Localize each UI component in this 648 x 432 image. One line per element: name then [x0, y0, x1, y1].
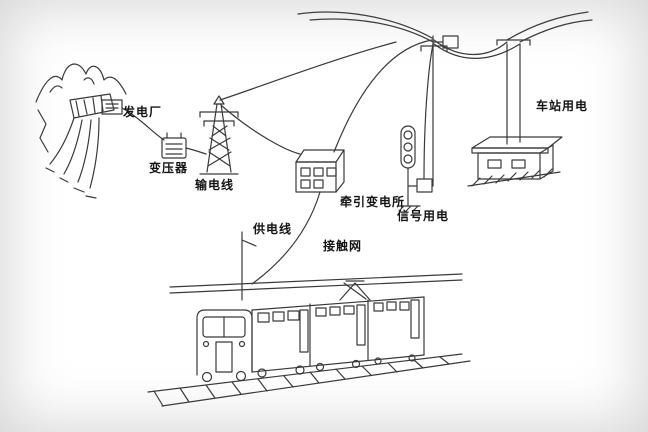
platform-hatch [471, 168, 553, 187]
catenary-drawing [169, 231, 463, 301]
sleepers [153, 356, 450, 407]
wheel [351, 359, 361, 369]
water-splash [45, 167, 97, 199]
transformer-drawing [161, 132, 187, 159]
wheel [408, 354, 416, 362]
mountain-ridge [35, 63, 127, 103]
label-power-plant: 发电厂 [123, 105, 163, 119]
powerhouse [101, 99, 123, 115]
platform-edge [467, 171, 561, 187]
train-roof-line [251, 296, 425, 311]
catenary-mast-2 [496, 39, 531, 145]
wire-plant-to-transformer [121, 107, 165, 141]
car-divisions [251, 296, 425, 373]
label-signal-power: 信号用电 [397, 209, 450, 223]
signal-drawing [397, 43, 434, 212]
wire-transformer-to-tower [185, 147, 207, 155]
train-bottom-line [251, 354, 425, 373]
signal-power-box [416, 178, 433, 193]
front-door [215, 341, 233, 373]
station-roof [471, 136, 563, 149]
label-catenary: 接触网 [323, 239, 363, 253]
rocks [37, 109, 49, 153]
wire-to-signal-box [423, 43, 434, 180]
station-building [467, 136, 563, 187]
label-feeder-line: 供电线 [253, 222, 293, 236]
track-drawing [147, 353, 471, 407]
wheel [201, 371, 213, 383]
transmission-wires [219, 11, 593, 155]
wheel [257, 368, 267, 378]
mountain-detail [49, 77, 95, 93]
powerhouse-detail [105, 103, 119, 109]
wheel [235, 370, 247, 382]
label-transmission-line: 输电线 [195, 178, 235, 192]
label-traction-substation: 牵引变电所 [340, 195, 406, 209]
label-transformer: 变压器 [149, 161, 189, 175]
feeder-wire [251, 191, 321, 285]
traction-substation-drawing [295, 149, 345, 193]
dam-wall [69, 93, 115, 119]
dam-hatch [75, 95, 104, 117]
station-roof-fascia [471, 147, 549, 154]
signal-head [400, 125, 416, 169]
waterfall [49, 117, 100, 189]
label-station-power: 车站用电 [536, 99, 589, 113]
station-front [477, 152, 541, 180]
wheel [374, 357, 382, 365]
pantograph [339, 280, 371, 301]
wheel [315, 362, 325, 372]
train-drawing [196, 296, 425, 383]
catenary-mast-1 [420, 35, 459, 187]
power-plant-drawing [35, 63, 127, 199]
transmission-tower [199, 95, 239, 175]
